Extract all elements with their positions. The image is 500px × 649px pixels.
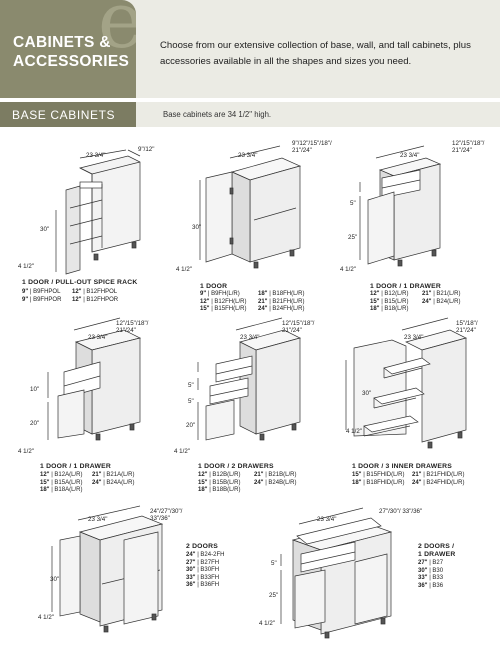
dim-width: 12"/15"/18"/ 21"/24" [282,320,315,334]
codes-col2: 21" | B21(L/R) 24" | B24(L/R) [422,291,461,305]
page-title-line1: CABINETS & [13,34,111,51]
cabinet-1-door-1-drawer: 23 3/4" 12"/15"/18"/ 21"/24" 5" 25" 4 1/… [340,130,500,312]
dim-depth: 23 3/4" [404,334,424,341]
caption-line1: 2 DOORS / [418,543,455,550]
dim-drawer: 10" [30,386,40,393]
dim-toe: 4 1/2" [346,428,362,435]
header-band: e CABINETS & ACCESSORIES Choose from our… [0,0,500,98]
dim-height: 30" [362,390,372,397]
caption: 1 DOOR / 3 INNER DRAWERS [352,463,452,470]
dim-drawer: 5" [188,382,194,389]
codes-col2: 18" | B18FH(L/R) 21" | B21FH(L/R) 24" | … [258,291,305,312]
dim-drawer: 5" [350,200,356,207]
cabinet-3-inner-drawers: 23 3/4" 15"/18"/ 21"/24" 30" 4 1/2" 1 DO… [340,310,500,500]
codes-col1: 27" | B27 30" | B30 33" | B33 36" | B36 [418,560,444,589]
dim-height: 30" [40,226,50,233]
cabinet-2-doors-1-drawer: 23 3/4" 27"/30"/ 33"/36" 5" 25" 4 1/2" 2… [255,500,500,649]
cabinet-1-door-2-drawers: 23 3/4" 12"/15"/18"/ 21"/24" 5" 5" 20" 4… [170,310,340,500]
page-title: CABINETS & ACCESSORIES [13,33,129,71]
codes-col1: 9" | B9FH(L/R) 12" | B12FH(L/R) 15" | B1… [200,291,247,312]
dim-depth: 23 3/4" [88,516,108,523]
codes-col1: 24" | B24-2FH 27" | B27FH 30" | B30FH 33… [186,552,225,588]
dim-width: 12"/15"/18"/ 21"/24" [116,320,149,334]
section-note-bar: Base cabinets are 34 1/2" high. [136,102,500,127]
section-note: Base cabinets are 34 1/2" high. [163,110,272,119]
dim-drawer2: 5" [188,398,194,405]
codes-col2: 21" | B21FHID(L/R) 24" | B24FHID(L/R) [412,472,465,486]
caption: 1 DOOR / 2 DRAWERS [198,463,274,470]
header-title-block: e CABINETS & ACCESSORIES [0,0,136,98]
dim-depth: 23 3/4" [400,152,420,159]
dim-drawer: 5" [271,560,277,567]
codes-col1: 12" | B12A(L/R) 15" | B15A(L/R) 18" | B1… [40,472,83,493]
codes-col1: 12" | B12B(L/R) 15" | B15B(L/R) 18" | B1… [198,472,241,493]
cabinet-1-door: 23 3/4" 9"/12"/15"/18"/ 21"/24" 30" 4 1/… [170,130,340,312]
dim-width: 9"/12" [138,146,155,153]
codes-col2: 12" | B12FHPOL 12" | B12FHPOR [72,289,119,303]
3-inner-drawers-drawing [345,317,467,449]
intro-text: Choose from our extensive collection of … [160,40,471,67]
caption: 2 DOORS [186,543,218,550]
codes-col2: 21" | B21B(L/R) 24" | B24B(L/R) [254,472,297,486]
dim-depth: 23 3/4" [317,516,337,523]
dim-width: 27"/30"/ 33"/36" [379,508,423,515]
spice-rack-drawing [55,149,141,275]
dim-depth: 23 3/4" [240,334,260,341]
dim-width: 24"/27"/30"/ 33"/36" [150,508,183,522]
dim-toe: 4 1/2" [38,614,54,621]
dim-toe: 4 1/2" [18,263,34,270]
codes-col2: 21" | B21A(L/R) 24" | B24A(L/R) [92,472,135,486]
dim-height: 25" [269,592,279,599]
caption: 1 DOOR / PULL-OUT SPICE RACK [22,279,138,286]
dim-depth: 23 3/4" [238,152,258,159]
cabinet-1-door-1-drawer-a: 23 3/4" 12"/15"/18"/ 21"/24" 10" 20" 4 1… [0,310,170,500]
dim-toe: 4 1/2" [259,620,275,627]
dim-height: 30" [192,224,202,231]
dim-height: 20" [186,422,196,429]
dim-toe: 4 1/2" [18,448,34,455]
caption: 1 DOOR [200,283,228,290]
1-door-1-drawer-a-drawing [47,317,142,441]
caption-line2: 1 DRAWER [418,551,456,558]
codes-col1: 15" | B15FHID(L/R) 18" | B18FHID(L/R) [352,472,405,486]
caption: 1 DOOR / 1 DRAWER [370,283,442,290]
2-doors-drawing [51,505,164,633]
codes-col1: 12" | B12(L/R) 15" | B15(L/R) 18" | B18(… [370,291,409,312]
caption: 1 DOOR / 1 DRAWER [40,463,112,470]
section-bar: BASE CABINETS [0,102,136,127]
dim-toe: 4 1/2" [174,448,190,455]
dim-depth: 23 3/4" [88,334,108,341]
dim-depth: 23 3/4" [86,152,106,159]
dim-height: 25" [348,234,358,241]
cabinet-2-doors: 23 3/4" 24"/27"/30"/ 33"/36" 30" 4 1/2" … [30,500,250,649]
dim-height: 20" [30,420,40,427]
1-door-drawing [199,145,302,269]
decorative-e-glyph: e [97,0,136,66]
dim-toe: 4 1/2" [176,266,192,273]
1-door-1-drawer-drawing [359,145,442,267]
section-title: BASE CABINETS [12,108,116,122]
codes-col1: 9" | B9FHPOL 9" | B9FHPOR [22,289,62,303]
dim-height: 30" [50,576,60,583]
dim-toe: 4 1/2" [340,266,356,273]
dim-width: 12"/15"/18"/ 21"/24" [452,140,485,154]
2-doors-1-drawer-drawing [280,507,393,639]
cabinet-spice-rack: 23 3/4" 9"/12" 30" 4 1/2" 1 DOOR / PULL-… [0,130,170,310]
dim-width: 15"/18"/ 21"/24" [456,320,478,334]
page-title-line2: ACCESSORIES [13,53,130,70]
dim-width: 9"/12"/15"/18"/ 21"/24" [292,140,332,154]
1-door-2-drawers-drawing [197,317,301,441]
